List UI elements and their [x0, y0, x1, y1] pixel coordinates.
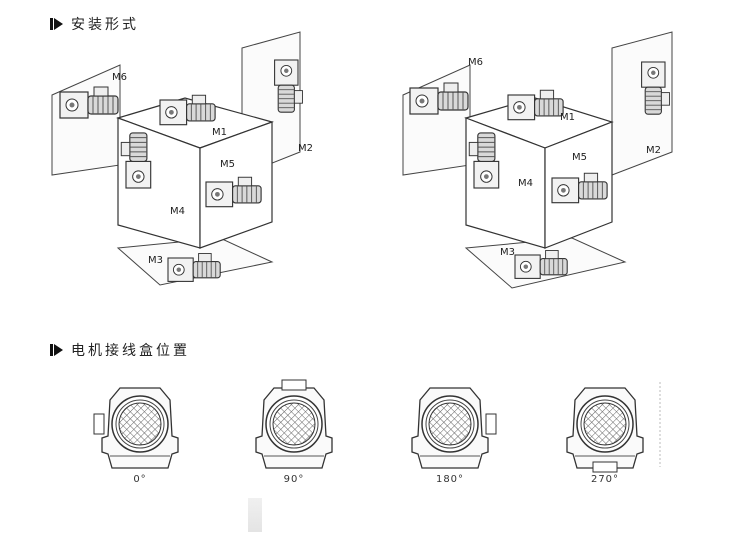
- section-title-terminal-box: 电机接线盒位置: [50, 340, 190, 360]
- label-m4-right: M4: [518, 178, 533, 189]
- position-label-90: 90°: [283, 474, 305, 485]
- terminal-box-views: [93, 379, 661, 473]
- section-title-mounting-text: 安装形式: [71, 17, 139, 33]
- section-title-mounting: 安装形式: [50, 14, 139, 34]
- label-m5: M5: [220, 159, 235, 170]
- arrow-icon: [50, 344, 63, 356]
- label-m6-right: M6: [468, 57, 483, 68]
- terminal-view-270: [566, 387, 644, 473]
- mounting-diagrams: M6 M1 M2 M5 M4 M3 M6 M1 M2 M5 M4 M3: [51, 31, 673, 289]
- label-m1: M1: [212, 127, 227, 138]
- label-m4: M4: [170, 206, 185, 217]
- label-m2: M2: [298, 143, 313, 154]
- position-label-0: 0°: [133, 474, 147, 485]
- mounting-diagram-left: M6 M1 M2 M5 M4 M3: [51, 31, 313, 286]
- arrow-icon: [50, 18, 63, 30]
- mounting-diagram-right: M6 M1 M2 M5 M4 M3: [402, 31, 673, 289]
- label-m2-right: M2: [646, 145, 661, 156]
- terminal-view-0: [93, 387, 179, 469]
- section-title-terminal-box-text: 电机接线盒位置: [71, 343, 190, 359]
- label-m3: M3: [148, 255, 163, 266]
- position-label-270: 270°: [590, 474, 620, 485]
- terminal-view-180: [411, 387, 497, 469]
- label-m3-right: M3: [500, 247, 515, 258]
- position-label-180: 180°: [435, 474, 465, 485]
- scroll-artifact: [248, 498, 262, 532]
- label-m5-right: M5: [572, 152, 587, 163]
- terminal-view-90: [255, 379, 333, 469]
- label-m6: M6: [112, 72, 127, 83]
- label-m1-right: M1: [560, 112, 575, 123]
